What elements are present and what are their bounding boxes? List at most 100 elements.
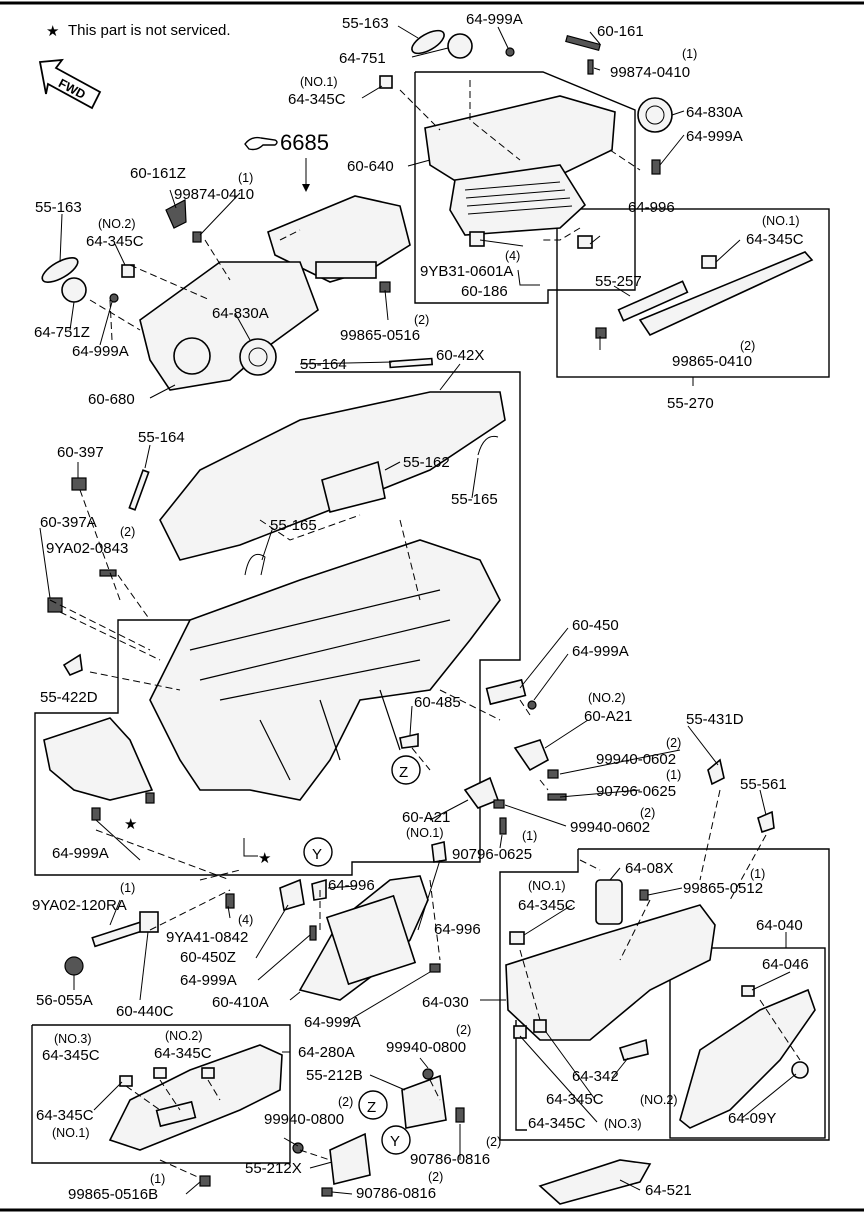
label-q1-g: (1) [150,1172,165,1186]
box-60-42X [34,371,521,876]
label-55-431D: 55-431D [686,711,744,728]
label-64-345C-bottom-1: 64-345C [42,1047,100,1064]
part-64-751 [447,33,473,59]
part-60-161 [565,34,601,52]
part-64-830A-top [637,97,673,133]
label-64-280A: 64-280A [298,1044,355,1061]
label-64-996-mid: 64-996 [328,877,375,894]
label-60-640: 60-640 [347,158,394,175]
circle-z-1 [391,755,421,785]
label-55-165-mid: 55-165 [270,517,317,534]
part-60-440C [139,911,159,933]
label-99940-0800-b: 99940-0800 [264,1111,344,1128]
label-60-440C: 60-440C [116,1003,174,1020]
label-q2-h: (2) [486,1135,501,1149]
part-55-431D [707,758,725,786]
label-y-2: Y [390,1133,400,1150]
circle-y-2 [381,1125,411,1155]
label-64-345C-glovebox: 64-345C [518,897,576,914]
label-64-521: 64-521 [645,1182,692,1199]
label-64-999A-bottom-left: 64-999A [52,845,109,862]
label-z-2: Z [367,1099,376,1116]
label-64-345C-left: 64-345C [86,233,144,250]
label-60-397: 60-397 [57,444,104,461]
label-64-342: 64-342 [572,1068,619,1085]
part-64-521 [538,1159,652,1205]
part-64-342 [618,1038,649,1061]
label-no1-e: (NO.1) [52,1126,90,1140]
part-64-751Z [61,277,87,303]
label-90786-0816-b: 90786-0816 [356,1185,436,1202]
label-q2-d: (2) [666,736,681,750]
label-64-999A-center2: 64-999A [304,1014,361,1031]
part-60-397 [71,477,87,491]
label-no1-c: (NO.1) [406,826,444,840]
part-55-162 [321,460,386,513]
label-55-163-left: 55-163 [35,199,82,216]
label-q2-e: (2) [640,806,655,820]
part-55-270-strip [638,251,814,337]
label-q1-e: (1) [750,867,765,881]
label-56-055A: 56-055A [36,992,93,1009]
label-60-680: 60-680 [88,391,135,408]
part-55-163-left [41,257,79,283]
label-99865-0516B: 99865-0516B [68,1186,158,1203]
label-99940-0602-a: 99940-0602 [596,751,676,768]
label-9YB31-0601A: 9YB31-0601A [420,263,513,280]
label-9YA41-0842: 9YA41-0842 [166,929,248,946]
part-55-165-mid [244,553,266,576]
label-64-830A-right: 64-830A [686,104,743,121]
label-64-751Z: 64-751Z [34,324,90,341]
part-55-164-top [388,357,434,369]
part-64-08X [595,879,623,925]
part-64-040 [679,988,816,1129]
circle-y-1 [303,837,333,867]
box-64-030 [499,848,830,1141]
label-99865-0410: 99865-0410 [672,353,752,370]
label-55-212B: 55-212B [306,1067,363,1084]
part-55-164-left [128,469,150,511]
part-60-161Z [165,199,187,229]
label-64-999A-mid: 64-999A [572,643,629,660]
label-q2-f: (2) [456,1023,471,1037]
part-55-212X [329,1132,371,1185]
label-no2-b: (NO.2) [588,691,626,705]
part-dashboard-frame [149,539,501,801]
label-64-345C-no3: 64-345C [528,1115,586,1132]
label-64-345C-bottom-2: 64-345C [154,1045,212,1062]
label-60-A21-b: 60-A21 [402,809,450,826]
label-q1-c: (1) [666,768,681,782]
part-56-055A [64,956,84,976]
label-99940-0800-a: 99940-0800 [386,1039,466,1056]
label-no3-b: (NO.3) [604,1117,642,1131]
label-64-996-right: 64-996 [628,199,675,216]
label-64-751: 64-751 [339,50,386,67]
label-64-999A-left: 64-999A [72,343,129,360]
part-55-561 [757,810,775,834]
label-no1-d: (NO.1) [528,879,566,893]
label-60-A21-a: 60-A21 [584,708,632,725]
label-64-09Y: 64-09Y [728,1110,776,1127]
label-64-999A-center: 64-999A [180,972,237,989]
label-9YA02-0843: 9YA02-0843 [46,540,128,557]
label-99940-0602-b: 99940-0602 [570,819,650,836]
label-99865-0516: 99865-0516 [340,327,420,344]
part-55-257 [617,280,689,322]
part-64-830A-mid [239,338,277,376]
label-64-830A-mid: 64-830A [212,305,269,322]
part-55-163-top [411,29,445,55]
part-55-422D [62,653,83,677]
part-9YB31-0601A [469,231,485,247]
label-64-999A-right: 64-999A [686,128,743,145]
star-1: ★ [124,816,137,833]
box-64-040 [669,947,826,1139]
part-64-996-top [577,235,593,249]
label-q2-g: (2) [338,1095,353,1109]
label-q1-d: (1) [522,829,537,843]
label-q1-f: (1) [120,881,135,895]
part-55-165-right [477,435,499,456]
label-no2-c: (NO.2) [165,1029,203,1043]
label-q2-b: (2) [740,339,755,353]
label-64-345C-bottom-3: 64-345C [36,1107,94,1124]
part-60-A21-no2 [513,739,550,772]
